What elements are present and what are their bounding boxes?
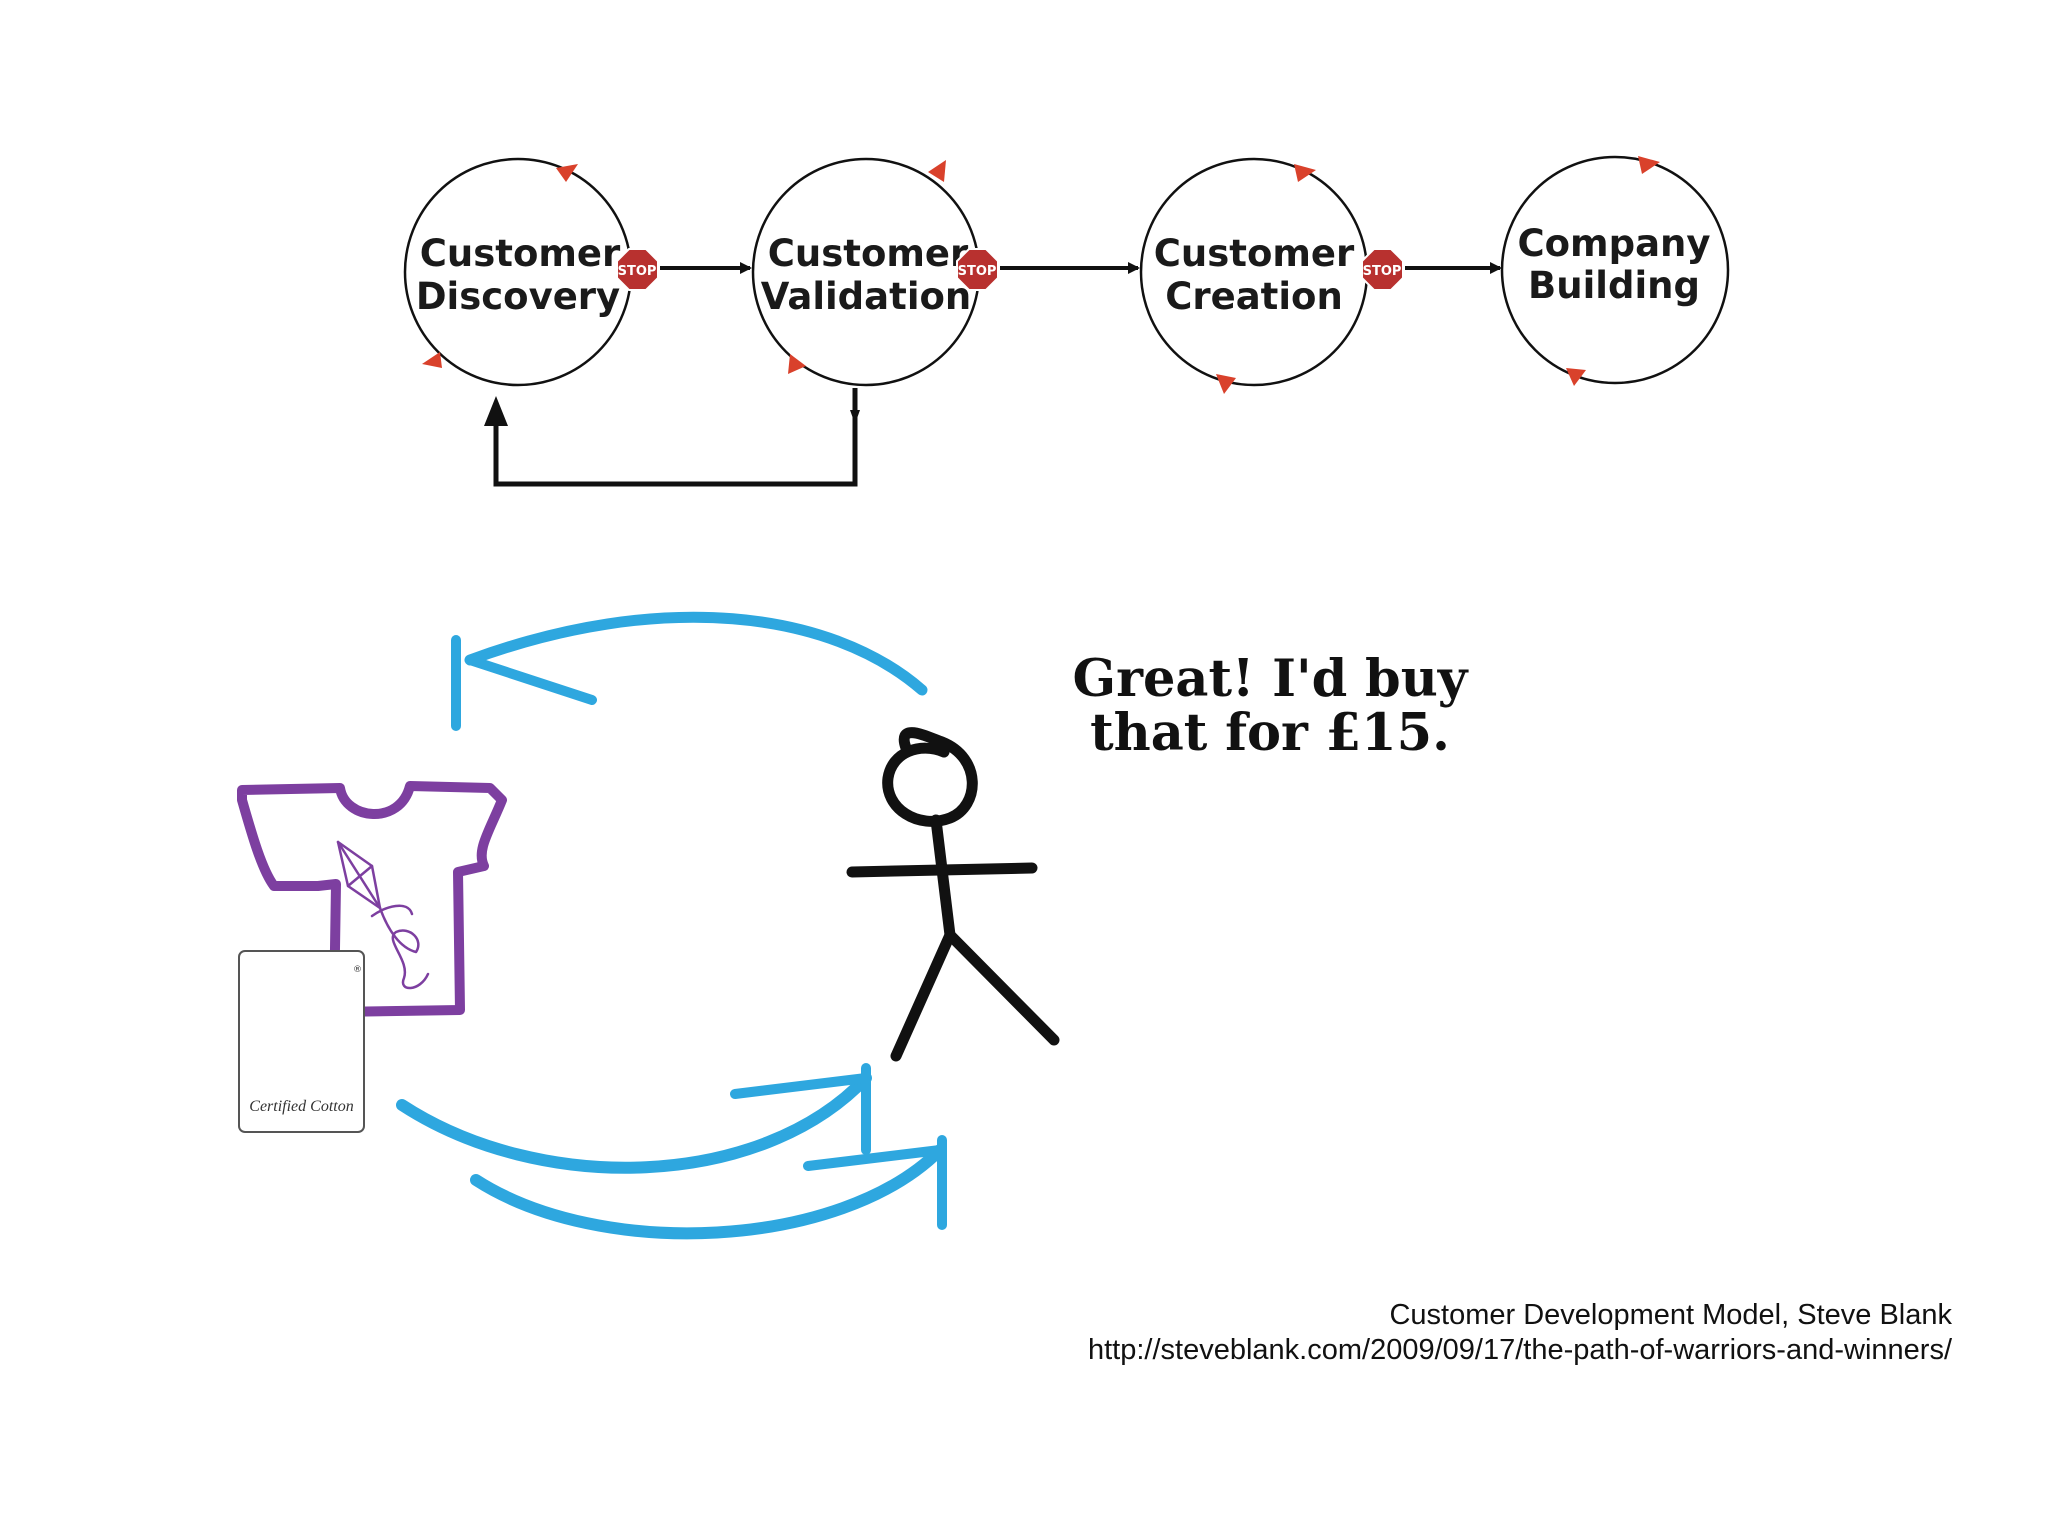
registered-mark: ® bbox=[353, 965, 362, 975]
stage-company-building: Company Building bbox=[1500, 155, 1730, 386]
speech-line-2: that for £15. bbox=[1090, 703, 1450, 763]
stage-label: Creation bbox=[1165, 275, 1343, 318]
cycle-arrow-icon bbox=[1638, 156, 1660, 174]
stop-sign-icon: STOP bbox=[1361, 248, 1404, 291]
cycle-arrow-icon bbox=[556, 164, 578, 182]
credit-line-1: Customer Development Model, Steve Blank bbox=[1389, 1299, 1952, 1331]
badge-word: FAIRTRADE bbox=[261, 1060, 342, 1077]
customer-development-diagram: Customer Discovery STOP Customer Validat… bbox=[403, 155, 1730, 487]
feedback-arrow-bottom-1 bbox=[396, 1063, 872, 1174]
badge-subtitle: Certified Cotton bbox=[249, 1098, 354, 1115]
source-credit: Customer Development Model, Steve Blank … bbox=[1088, 1298, 1952, 1368]
fairtrade-badge: ® FAIRTRADE Certified Cotton bbox=[238, 950, 365, 1133]
stage-circle bbox=[1500, 155, 1730, 385]
svg-text:STOP: STOP bbox=[1363, 264, 1402, 279]
stage-label: Customer bbox=[768, 232, 969, 275]
cycle-arrow-icon bbox=[1216, 374, 1236, 394]
stage-label: Company bbox=[1517, 222, 1710, 265]
speech-text: Great! I'd buy that for £15. bbox=[1020, 652, 1520, 760]
stage-label: Customer bbox=[1154, 232, 1355, 275]
cycle-arrow-icon bbox=[788, 354, 806, 374]
stage-label: Validation bbox=[761, 275, 972, 318]
stop-sign-icon: STOP bbox=[956, 248, 999, 291]
credit-url: http://steveblank.com/2009/09/17/the-pat… bbox=[1088, 1334, 1952, 1366]
feedback-illustration bbox=[237, 611, 1060, 1240]
stage-customer-validation: Customer Validation STOP bbox=[751, 157, 999, 387]
stage-customer-discovery: Customer Discovery STOP bbox=[403, 157, 659, 387]
stage-label: Discovery bbox=[416, 275, 620, 318]
feedback-arrow-top bbox=[451, 611, 928, 731]
tshirt-icon bbox=[237, 781, 507, 1017]
stick-figure-icon bbox=[846, 727, 1060, 1062]
stage-customer-creation: Customer Creation STOP bbox=[1139, 157, 1404, 394]
cycle-arrow-icon bbox=[928, 160, 946, 182]
stage-label: Building bbox=[1528, 264, 1700, 307]
svg-text:STOP: STOP bbox=[618, 264, 657, 279]
cycle-arrow-icon bbox=[1294, 164, 1316, 182]
svg-text:STOP: STOP bbox=[958, 264, 997, 279]
speech-line-1: Great! I'd buy bbox=[1072, 649, 1468, 709]
feedback-arrow-bottom-2 bbox=[470, 1135, 947, 1240]
cycle-arrow-icon bbox=[422, 352, 442, 368]
loop-back-arrow bbox=[484, 388, 860, 487]
cycle-arrow-icon bbox=[1566, 368, 1586, 386]
stop-sign-icon: STOP bbox=[616, 248, 659, 291]
stage-label: Customer bbox=[420, 232, 621, 275]
